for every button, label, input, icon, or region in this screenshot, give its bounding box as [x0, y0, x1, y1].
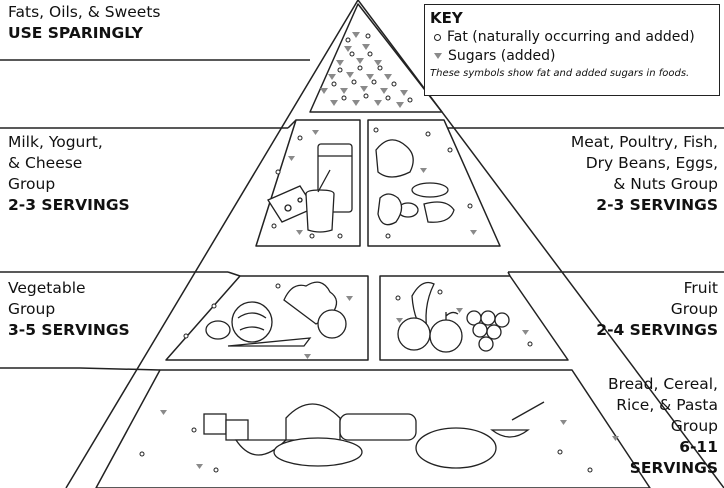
vegetable-servings: 3-5 SERVINGS: [8, 321, 130, 339]
rice-bowl-icon: [490, 429, 530, 438]
key-fat-label: Fat (naturally occurring and added): [447, 29, 695, 45]
milk-label: Milk, Yogurt, & Cheese Group 2-3 SERVING…: [8, 132, 130, 216]
vegetable-side-face: [227, 271, 241, 277]
key-sugar-label: Sugars (added): [448, 48, 556, 64]
milk-compartment: [255, 119, 361, 247]
fruit-name-line-2: Group: [670, 300, 718, 318]
milk-name-line-3: Group: [8, 175, 56, 193]
fats-name: Fats, Oils, & Sweets: [8, 3, 161, 21]
fruit-compartment: [379, 275, 569, 361]
sliced-bread-icon: [339, 413, 417, 441]
bread-servings-range: 6-11: [679, 438, 718, 456]
sugar-symbol-icon: [434, 53, 442, 59]
key-note: These symbols show fat and added sugars …: [430, 68, 690, 79]
milk-servings: 2-3 SERVINGS: [8, 196, 130, 214]
fruit-label: Fruit Group 2-4 SERVINGS: [596, 278, 718, 341]
fruit-illustration: [395, 281, 533, 353]
tomato-icon: [317, 309, 347, 339]
bread-name-line-3: Group: [670, 417, 718, 435]
vegetable-compartment: [165, 275, 369, 361]
milk-name-line-1: Milk, Yogurt,: [8, 133, 103, 151]
cracker-icon: [203, 413, 227, 435]
carrot-icon: [227, 337, 312, 347]
beans-icon: [377, 193, 403, 226]
meat-label: Meat, Poultry, Fish, Dry Beans, Eggs, & …: [571, 132, 718, 216]
fruit-side-face: [507, 271, 511, 277]
fats-servings: USE SPARINGLY: [8, 24, 143, 42]
pyramid-left-edge: [65, 0, 359, 488]
apple-icon: [429, 319, 463, 353]
fruit-servings: 2-4 SERVINGS: [596, 321, 718, 339]
grapes-icon: [466, 310, 510, 352]
key-sugar-row: Sugars (added): [430, 47, 714, 66]
fruit-name-line-1: Fruit: [683, 279, 718, 297]
yogurt-cup-icon: [305, 189, 335, 233]
fish-icon: [411, 182, 449, 198]
cabbage-icon: [231, 301, 273, 343]
key-title: KEY: [430, 9, 463, 27]
meat-compartment: [367, 119, 501, 247]
bread-illustration: [139, 401, 619, 473]
key-legend: KEY Fat (naturally occurring and added) …: [424, 4, 720, 96]
poultry-icon: [375, 139, 414, 178]
fats-compartment: [309, 3, 443, 113]
vegetable-name-line-2: Group: [8, 300, 56, 318]
meat-illustration: [373, 127, 477, 239]
meat-name-line-2: Dry Beans, Eggs,: [585, 154, 718, 172]
bread-name-line-1: Bread, Cereal,: [607, 375, 718, 393]
vegetable-name-line-1: Vegetable: [8, 279, 86, 297]
fats-label: Fats, Oils, & Sweets USE SPARINGLY: [8, 2, 161, 44]
meat-name-line-1: Meat, Poultry, Fish,: [570, 133, 718, 151]
vegetable-illustration: [183, 281, 353, 359]
key-fat-row: Fat (naturally occurring and added): [430, 28, 714, 47]
vegetable-label: Vegetable Group 3-5 SERVINGS: [8, 278, 130, 341]
potato-icon: [205, 320, 231, 340]
steak-icon: [423, 201, 455, 223]
milk-name-line-2: & Cheese: [8, 154, 83, 172]
bread-compartment: [95, 369, 651, 488]
bread-side-face: [79, 367, 161, 371]
meat-name-line-3: & Nuts Group: [613, 175, 718, 193]
fats-symbol-cluster: [320, 32, 413, 108]
bread-name-line-2: Rice, & Pasta: [616, 396, 718, 414]
bread-servings: SERVINGS: [629, 459, 718, 477]
fat-symbol-icon: [434, 33, 441, 41]
orange-icon: [397, 317, 431, 351]
french-bread-icon: [273, 437, 363, 467]
pasta-icon: [415, 427, 497, 469]
bread-loaf-icon: [285, 403, 341, 441]
meat-servings: 2-3 SERVINGS: [596, 196, 718, 214]
bread-label: Bread, Cereal, Rice, & Pasta Group 6-11 …: [608, 374, 718, 479]
milk-side-face: [287, 119, 297, 129]
milk-illustration: [267, 130, 353, 239]
